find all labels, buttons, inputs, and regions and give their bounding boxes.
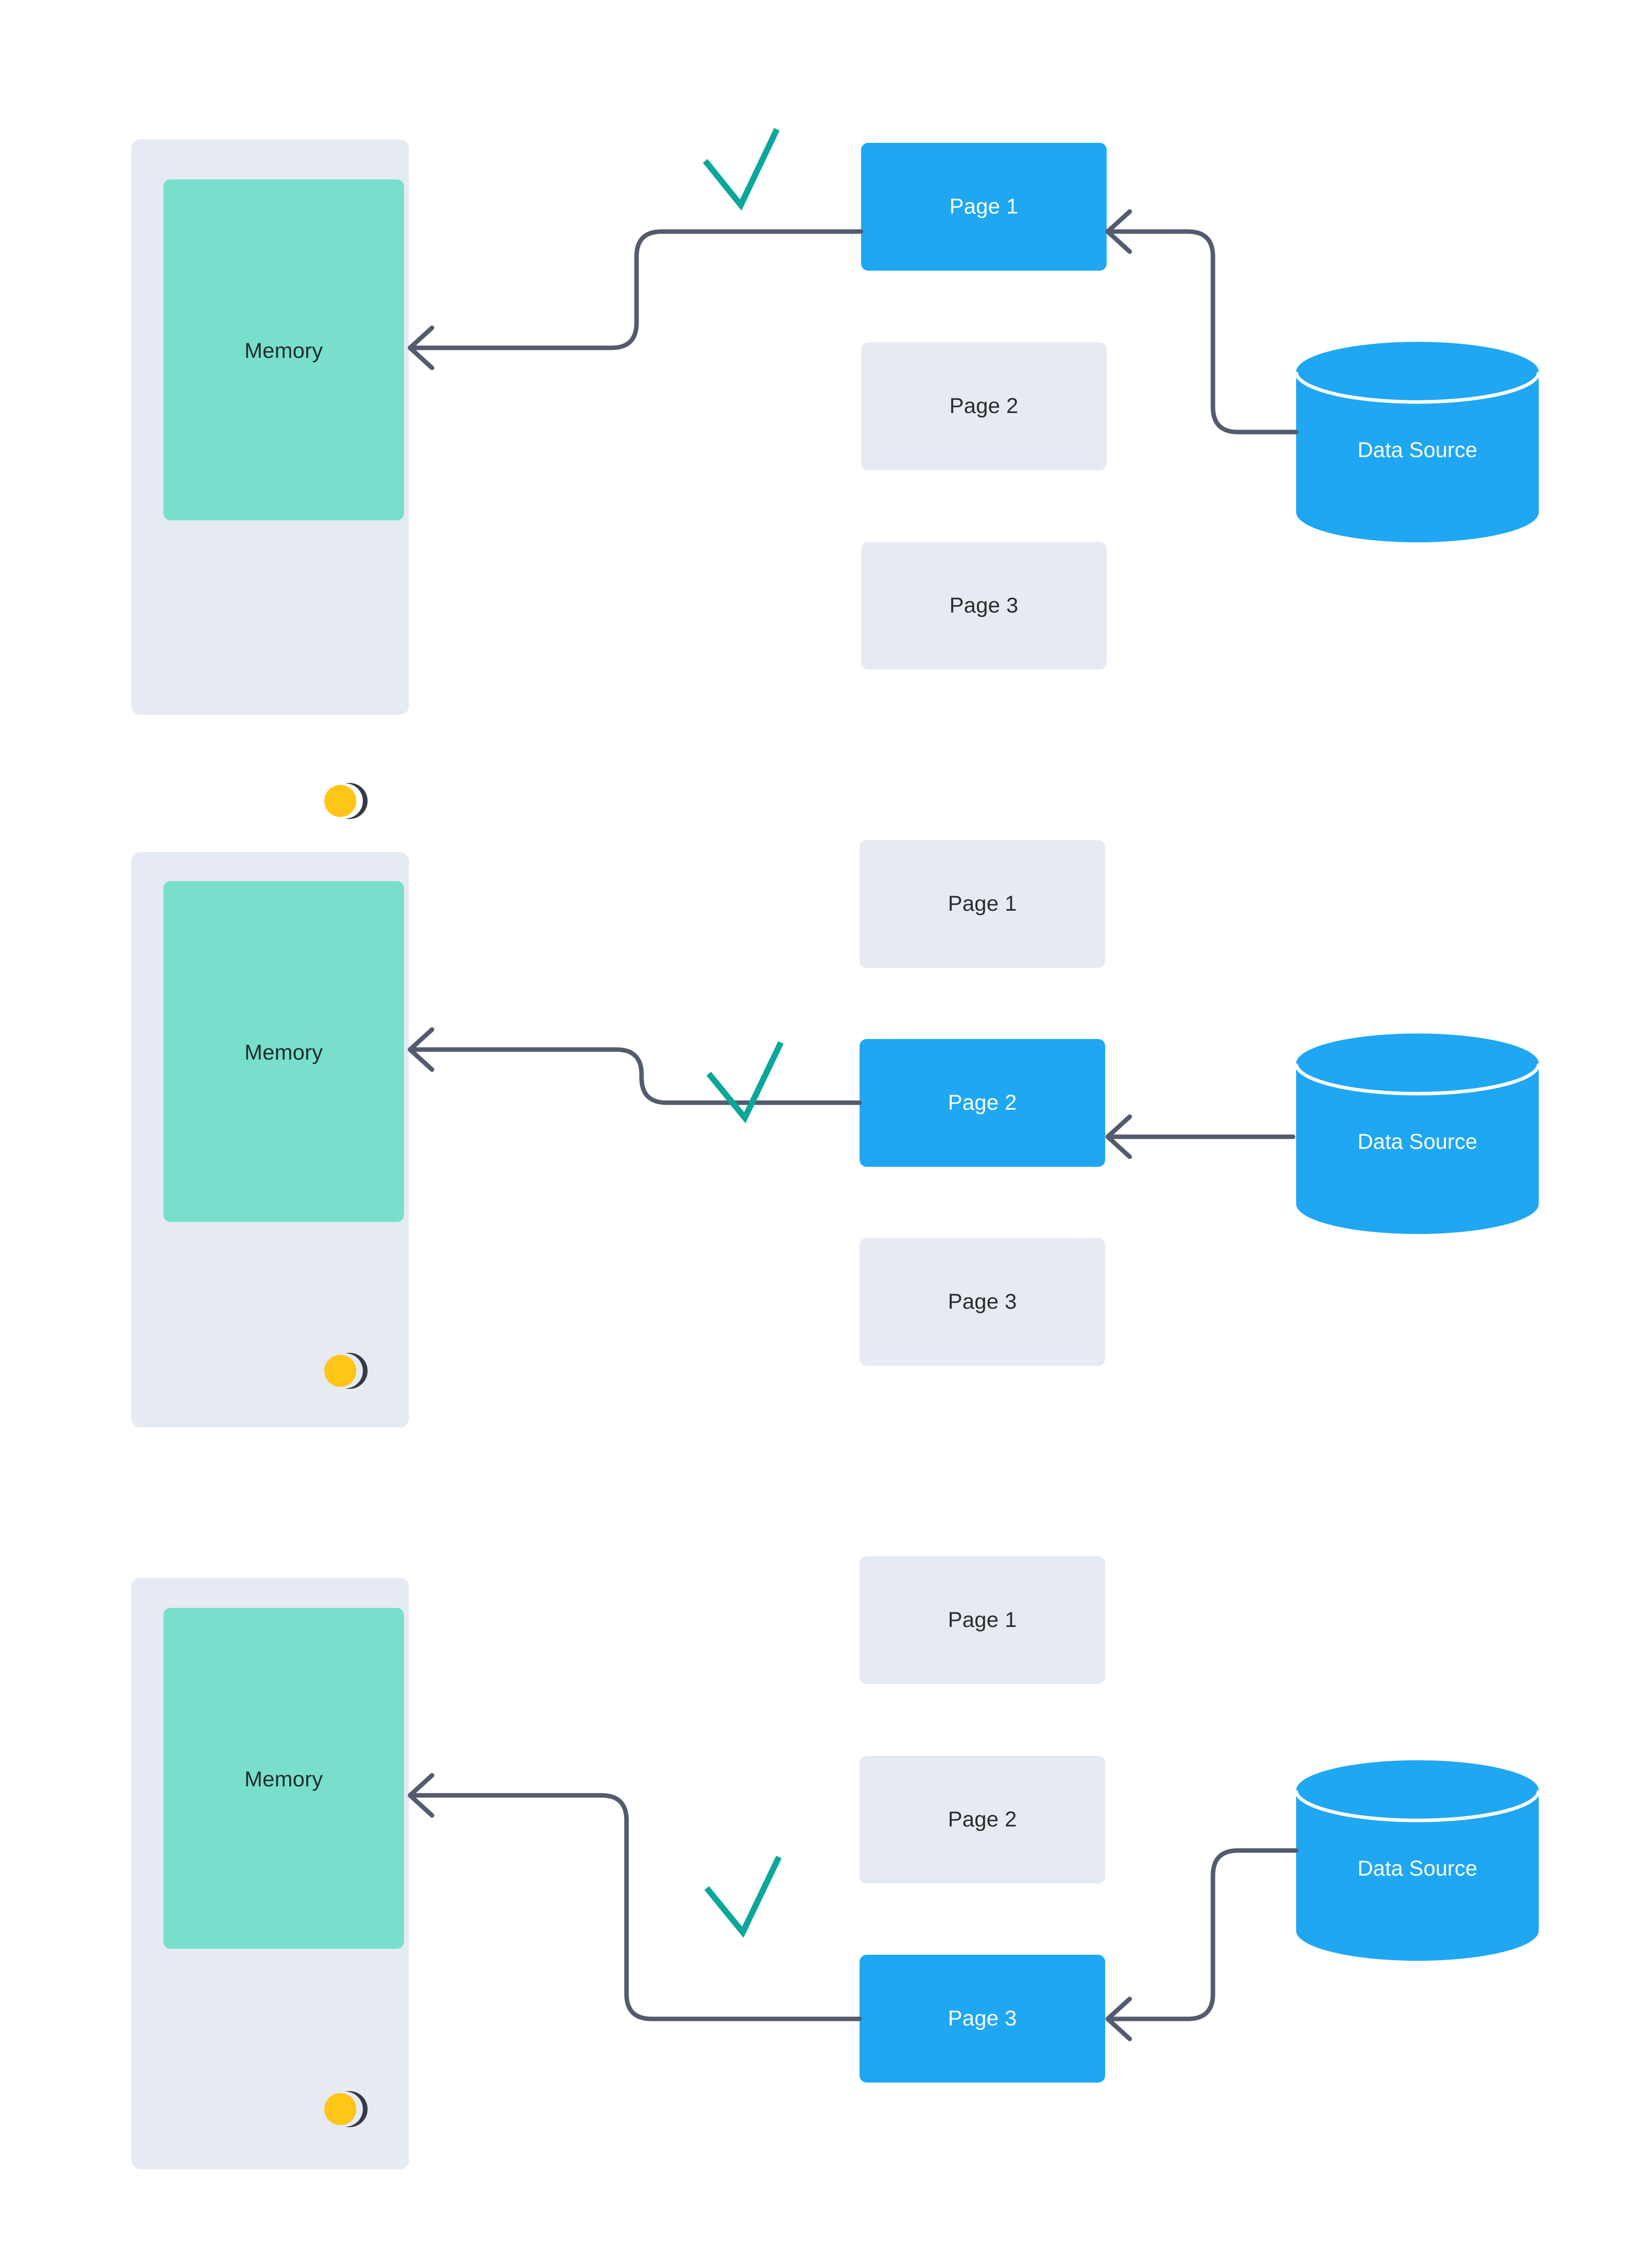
arrowhead-page3 [1105,1996,1132,2041]
page-card-1-2[interactable]: Page 2 [861,342,1107,470]
arrowhead-memory-1 [407,325,435,370]
memory-label-1: Memory [244,339,323,363]
page-label: Page 3 [949,593,1018,618]
page-card-1-1[interactable]: Page 1 [861,143,1107,271]
page-label: Page 1 [949,194,1018,219]
checkmark-icon-1 [703,128,780,211]
connector-page3-to-memory [408,1793,862,2021]
arrowhead-page1 [1105,209,1132,254]
arrowhead-page2 [1105,1114,1132,1159]
page-card-3-3[interactable]: Page 3 [860,1955,1105,2083]
page-card-3-1[interactable]: Page 1 [860,1556,1105,1684]
data-source-1[interactable]: Data Source [1292,342,1543,542]
memory-box-1[interactable]: Memory [163,179,404,520]
memory-container-1: Memory [131,139,409,829]
memory-box-2[interactable]: Memory [163,881,404,1222]
memory-label-2: Memory [244,1041,323,1065]
connector-page2-to-memory [408,1047,862,1105]
page-label: Page 3 [948,1290,1017,1314]
page-label: Page 1 [948,892,1017,916]
page-label: Page 3 [948,2006,1017,2030]
page-card-2-3[interactable]: Page 3 [860,1238,1105,1366]
connector-page1-to-memory [408,229,864,350]
page-card-2-2[interactable]: Page 2 [860,1039,1105,1167]
memory-container-2: Memory [131,852,409,1427]
page-card-1-3[interactable]: Page 3 [861,542,1107,670]
page-label: Page 1 [948,1608,1017,1632]
arrowhead-memory-2 [407,1027,435,1072]
checkmark-icon-3 [704,1856,782,1938]
page-label: Page 2 [949,394,1018,418]
memory-label-3: Memory [244,1767,323,1791]
crescent-logo-1 [317,763,392,839]
memory-box-3[interactable]: Memory [163,1608,404,1949]
checkmark-icon-2 [706,1041,784,1124]
data-source-2[interactable]: Data Source [1292,1034,1543,1234]
page-label: Page 2 [948,1091,1017,1115]
arrowhead-memory-3 [407,1773,435,1818]
memory-container-3: Memory [131,1578,409,2169]
page-card-3-2[interactable]: Page 2 [860,1756,1105,1884]
page-card-2-1[interactable]: Page 1 [860,840,1105,968]
connector-datasource-to-page3 [1106,1848,1299,2021]
crescent-logo-2 [317,1333,392,1408]
connector-datasource-to-page1 [1106,229,1299,435]
page-label: Page 2 [948,1807,1017,1831]
data-source-3[interactable]: Data Source [1292,1760,1543,1961]
crescent-logo-3 [317,2072,392,2147]
